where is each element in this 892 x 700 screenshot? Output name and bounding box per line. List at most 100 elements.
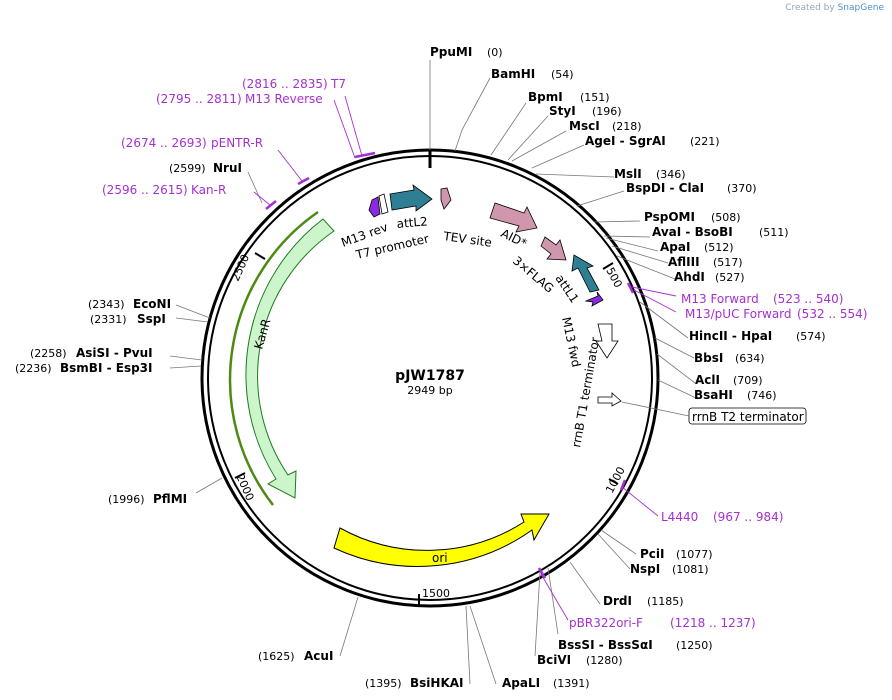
enzyme-afliii-pos: (517)	[713, 256, 743, 269]
enzyme-ppumi[interactable]: PpuMI	[430, 45, 472, 59]
enzyme-bsahi[interactable]: BsaHI	[694, 388, 733, 402]
enzyme-acli-pos: (709)	[733, 374, 763, 387]
enzyme-agei-sgrai-pos: (221)	[690, 135, 720, 148]
enzyme-nrui[interactable]: NruI	[213, 161, 242, 175]
enzyme-pspomi[interactable]: PspOMI	[644, 210, 695, 224]
primer-pbr322ori-f-range: (1218 .. 1237)	[670, 616, 756, 630]
enzyme-apali[interactable]: ApaLI	[502, 676, 540, 690]
primer-l4440[interactable]: L4440	[661, 510, 698, 524]
primer-pentr-r[interactable]: pENTR-R	[211, 136, 263, 150]
enzyme-pflmi-pos: (1996)	[108, 493, 145, 506]
tick-500: 500	[603, 265, 624, 290]
feature-label-rrnb-t2: rrnB T2 terminator	[692, 410, 804, 424]
primer-pbr322ori-f[interactable]: pBR322ori-F	[569, 616, 643, 630]
enzyme-leader-lines	[169, 60, 697, 685]
rrnb-t1-terminator-arrow	[595, 323, 619, 359]
enzyme-ahdi-pos: (527)	[715, 271, 745, 284]
primer-m13-reverse[interactable]: M13 Reverse	[245, 92, 323, 106]
feature-label-ori: ori	[432, 551, 448, 565]
primer-m13-reverse-range: (2795 .. 2811)	[156, 92, 242, 106]
enzyme-acli[interactable]: AclI	[695, 373, 720, 387]
enzyme-avai-bsobi[interactable]: AvaI - BsoBI	[652, 225, 733, 239]
brand-name: SnapGene	[837, 3, 884, 13]
enzyme-msci[interactable]: MscI	[569, 119, 600, 133]
primer-t7-range: (2816 .. 2835)	[242, 77, 328, 91]
enzyme-styi-pos: (196)	[592, 105, 622, 118]
enzyme-ahdi[interactable]: AhdI	[674, 270, 705, 284]
enzyme-asisi-pvui[interactable]: AsiSI - PvuI	[76, 346, 153, 360]
primer-t7[interactable]: T7	[330, 77, 346, 91]
enzyme-bbsi-pos: (634)	[735, 352, 765, 365]
enzyme-msli-pos: (346)	[656, 168, 686, 181]
t7-promoter-arrow	[378, 193, 389, 215]
enzyme-acui[interactable]: AcuI	[304, 649, 333, 663]
primer-site-m13-fwd	[626, 282, 635, 294]
enzyme-hincii-hpai-pos: (574)	[796, 330, 826, 343]
enzyme-bsihkai[interactable]: BsiHKAI	[410, 676, 464, 690]
tick-1500: 1500	[422, 587, 450, 600]
enzyme-hincii-hpai[interactable]: HincII - HpaI	[689, 329, 772, 343]
tev-site-arrow	[440, 187, 452, 210]
enzyme-pflmi[interactable]: PflMI	[153, 492, 187, 506]
primer-m13-puc-forward[interactable]: M13/pUC Forward	[685, 307, 792, 321]
enzyme-styi[interactable]: StyI	[549, 104, 576, 118]
m13-rev-arrow	[368, 196, 381, 218]
enzyme-sspi[interactable]: SspI	[137, 312, 166, 326]
primer-site-pbr322	[537, 567, 547, 579]
primer-leader-lines	[253, 95, 677, 621]
enzyme-bamhi-pos: (54)	[551, 68, 574, 81]
enzyme-drdi[interactable]: DrdI	[603, 594, 632, 608]
plasmid-name: pJW1787	[395, 368, 465, 384]
enzyme-econi[interactable]: EcoNI	[133, 297, 171, 311]
primer-kan-r[interactable]: Kan-R	[191, 183, 226, 197]
feature-label-attl1: attL1	[553, 272, 582, 306]
enzyme-bsmbi-esp3i-pos: (2236)	[15, 362, 52, 375]
primer-site-l4440	[619, 479, 627, 491]
enzyme-pspomi-pos: (508)	[711, 211, 741, 224]
enzyme-bsssi-bsssai-pos: (1250)	[676, 639, 713, 652]
enzyme-apai-pos: (512)	[704, 241, 734, 254]
primer-site-pentr-r	[297, 176, 310, 186]
enzyme-bpmi[interactable]: BpmI	[528, 90, 563, 104]
enzyme-bspdi-clai[interactable]: BspDI - ClaI	[626, 181, 704, 195]
enzyme-agei-sgrai[interactable]: AgeI - SgrAI	[585, 134, 666, 148]
plasmid-length: 2949 bp	[407, 384, 452, 397]
enzyme-avai-bsobi-pos: (511)	[759, 226, 789, 239]
enzyme-acui-pos: (1625)	[258, 650, 295, 663]
attl2-arrow	[389, 184, 433, 212]
enzyme-drdi-pos: (1185)	[647, 595, 684, 608]
m13-fwd-arrow	[584, 291, 604, 307]
attl1-arrow	[571, 254, 600, 293]
primer-site-kan-r	[265, 200, 277, 210]
enzyme-bsmbi-esp3i[interactable]: BsmBI - Esp3I	[60, 361, 152, 375]
enzyme-bsssi-bsssai[interactable]: BssSI - BssSαI	[558, 638, 653, 652]
enzyme-bspdi-clai-pos: (370)	[727, 182, 757, 195]
enzyme-afliii[interactable]: AflIII	[668, 255, 700, 269]
feature-label-attl2: attL2	[396, 214, 428, 231]
enzyme-bcivi-pos: (1280)	[586, 654, 623, 667]
enzyme-ppumi-pos: (0)	[487, 46, 503, 59]
enzyme-bcivi[interactable]: BciVI	[537, 653, 571, 667]
primer-site-t7	[354, 151, 376, 159]
enzyme-pcii-pos: (1077)	[676, 548, 713, 561]
feature-label-m13-fwd: M13 fwd	[559, 316, 583, 369]
enzyme-msli[interactable]: MslI	[614, 167, 642, 181]
enzyme-pcii[interactable]: PciI	[640, 547, 665, 561]
primer-pentr-r-range: (2674 .. 2693)	[121, 136, 207, 150]
enzyme-econi-pos: (2343)	[88, 298, 125, 311]
primer-m13-forward[interactable]: M13 Forward	[681, 292, 759, 306]
feature-label-3xflag: 3×FLAG	[510, 254, 556, 296]
enzyme-apai[interactable]: ApaI	[660, 240, 690, 254]
flag-arrow	[540, 236, 567, 261]
enzyme-sspi-pos: (2331)	[90, 313, 127, 326]
primer-m13-puc-forward-range: (532 .. 554)	[797, 307, 867, 321]
enzyme-nspi[interactable]: NspI	[630, 562, 660, 576]
primer-m13-forward-range: (523 .. 540)	[773, 292, 843, 306]
snapgene-watermark: Created by SnapGene	[785, 3, 884, 13]
enzyme-bsihkai-pos: (1395)	[365, 677, 402, 690]
ori-feature-arrow	[333, 513, 550, 567]
enzyme-bamhi[interactable]: BamHI	[491, 67, 535, 81]
enzyme-bbsi[interactable]: BbsI	[694, 351, 723, 365]
enzyme-bpmi-pos: (151)	[580, 91, 610, 104]
